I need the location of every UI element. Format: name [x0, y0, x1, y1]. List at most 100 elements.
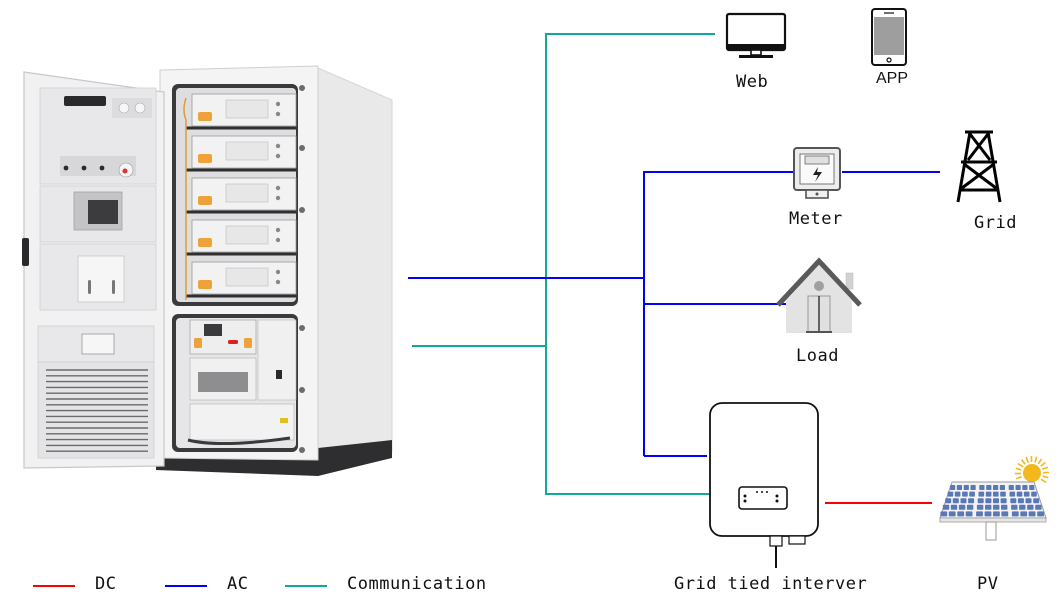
pv-cell [1022, 485, 1028, 490]
web-label: Web [736, 72, 769, 92]
inverter-label: Grid tied interver [674, 574, 868, 594]
pv-cell [940, 511, 948, 517]
pv-cell [970, 485, 976, 490]
pv-cell [1023, 491, 1030, 497]
sun-ray [1040, 461, 1046, 467]
pv-cell [1000, 491, 1006, 497]
pv-cell [947, 491, 954, 497]
pv-cell [993, 491, 999, 497]
battery-modules [183, 93, 297, 300]
pv-cell [945, 498, 952, 504]
pv-cell [966, 504, 974, 510]
pv-cell [958, 504, 966, 510]
legend-line-dc [33, 585, 75, 587]
monitor-icon [725, 12, 787, 58]
pv-cell [942, 504, 950, 510]
pv-cell [968, 498, 975, 504]
pv-cell [1016, 491, 1023, 497]
pv-cell [965, 511, 973, 517]
pv-cell [993, 498, 999, 504]
sun-ray [1034, 456, 1038, 463]
pv-cell [1015, 485, 1021, 490]
pv-cell [1029, 485, 1035, 490]
pv-cell [1027, 504, 1034, 510]
pv-cell [962, 491, 968, 497]
legend-line-communication [285, 585, 327, 587]
legend-line-ac [165, 585, 207, 587]
sun-ray [1040, 478, 1047, 484]
smartphone-icon [871, 8, 907, 66]
sun-ray [1025, 456, 1029, 463]
pv-cell [977, 498, 984, 504]
pv-cell [1019, 504, 1026, 510]
pv-cell [1035, 504, 1042, 510]
pv-cell [950, 485, 956, 490]
pv-cell [1025, 498, 1032, 504]
sun-ray [1015, 467, 1022, 471]
legend-label-ac: AC [227, 574, 249, 594]
pv-cell [948, 511, 956, 517]
sun-ray [1042, 466, 1049, 470]
sun-icon [1014, 455, 1050, 484]
pv-cell [984, 511, 992, 517]
comm-line-to-web [545, 33, 715, 314]
pv-cell [1001, 504, 1008, 510]
sun-ray [1037, 458, 1043, 465]
pv-cell [985, 504, 992, 510]
connection-lines [408, 33, 940, 504]
pcs-module [187, 319, 297, 446]
sun-ray [1017, 462, 1024, 468]
pv-cell [969, 491, 975, 497]
pv-cell [957, 511, 965, 517]
pv-cell [960, 498, 967, 504]
electric-meter-icon [793, 147, 841, 199]
pv-cell [963, 485, 969, 490]
grid-label: Grid [974, 213, 1017, 233]
pv-label: PV [977, 574, 999, 594]
pv-cell [976, 504, 984, 510]
legend-label-dc: DC [95, 574, 117, 594]
pv-cell [993, 504, 1000, 510]
sun-ray [1015, 476, 1022, 480]
pv-cell [1001, 511, 1009, 517]
sun-ray [1020, 459, 1026, 465]
legend-label-communication: Communication [347, 574, 487, 594]
battery-cabinet-icon [22, 65, 393, 476]
pv-cell [1020, 511, 1028, 517]
pv-cell [986, 485, 992, 490]
pv-cell [1011, 504, 1018, 510]
transmission-tower-icon [956, 130, 1002, 203]
pv-cell [954, 491, 961, 497]
pv-cell [1010, 498, 1017, 504]
door-panels [22, 87, 157, 459]
app-label: APP [876, 70, 909, 87]
pv-cell [993, 511, 1000, 517]
pv-cell [1011, 511, 1019, 517]
pv-cell [993, 485, 999, 490]
load-label: Load [796, 346, 839, 366]
pv-cell [956, 485, 962, 490]
pv-cell [950, 504, 958, 510]
ac-line-to-meter [643, 171, 793, 456]
meter-label: Meter [789, 209, 843, 229]
pv-cell [1033, 498, 1040, 504]
pv-cell [985, 491, 992, 497]
pv-cell [1037, 511, 1044, 517]
pv-cell [999, 485, 1005, 490]
pv-cell [1031, 491, 1037, 497]
pv-cell [978, 491, 985, 497]
pv-cell [1028, 511, 1036, 517]
sun-ray [1042, 475, 1049, 479]
comm-line-to-inverter [545, 278, 710, 495]
pv-cell [1000, 498, 1007, 504]
pv-cell [1008, 485, 1014, 490]
pv-cell [1017, 498, 1024, 504]
solar-panel-icon [939, 455, 1050, 541]
pv-cell [985, 498, 992, 504]
house-icon [776, 257, 862, 333]
pv-cell [1009, 491, 1016, 497]
pv-cell [976, 511, 983, 517]
pv-cell [979, 485, 985, 490]
pv-cell [952, 498, 959, 504]
